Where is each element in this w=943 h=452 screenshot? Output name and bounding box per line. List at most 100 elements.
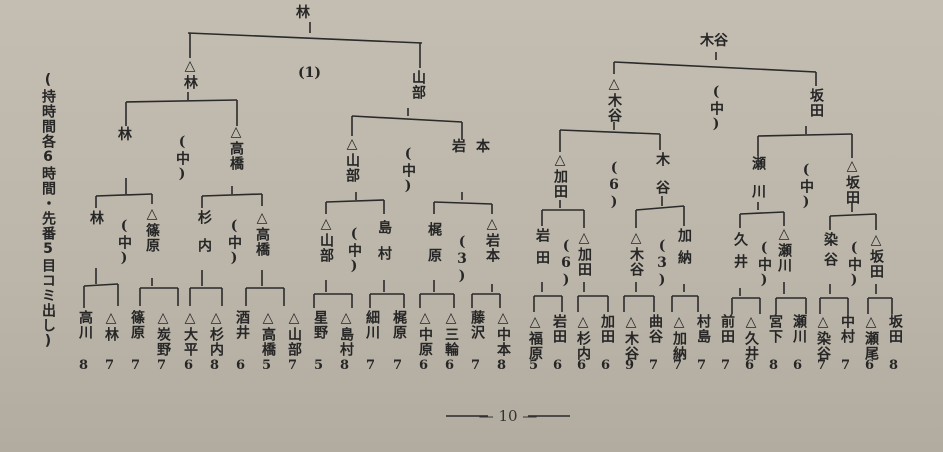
right-r2a-mark: (6)	[606, 160, 622, 211]
right-player-name: 宮下	[767, 314, 783, 344]
right-player-result: 7	[697, 358, 707, 373]
left-player-name: 高川	[77, 310, 93, 340]
right-player-result: 6	[577, 358, 587, 373]
right-player-result: 8	[889, 358, 899, 373]
left-r1-left: △林	[182, 58, 198, 90]
right-r3a-right: △加田	[576, 230, 592, 277]
left-player-result: 6	[236, 358, 246, 373]
left-player-name: △島村	[338, 310, 354, 357]
left-r3d-right: △岩本	[484, 216, 500, 263]
left-r3c-mark: (中)	[346, 226, 362, 275]
right-r3c-left: 久井	[732, 232, 748, 276]
left-r2b-mark: (中)	[400, 146, 416, 195]
left-player-name: △炭野	[155, 310, 171, 357]
right-player-result: 5	[529, 358, 539, 373]
right-r2b-right: △坂田	[844, 158, 860, 205]
right-player-result: 7	[673, 358, 683, 373]
right-player-name: 瀬川	[791, 314, 807, 344]
left-r3b-left: 杉内	[196, 210, 212, 266]
right-player-result: 6	[793, 358, 803, 373]
left-r2a-mark: (中)	[174, 134, 190, 183]
left-player-result: 7	[105, 358, 115, 373]
right-r3d-right: △坂田	[868, 232, 884, 279]
right-r2b-mark: (中)	[798, 162, 814, 211]
right-player-result: 6	[745, 358, 755, 373]
left-player-name: 酒井	[234, 310, 250, 340]
right-r3d-left: 染谷	[822, 232, 838, 272]
right-player-name: 中村	[839, 314, 855, 344]
right-player-name: △福原	[527, 314, 543, 361]
right-player-name: △瀬尾	[863, 314, 879, 361]
left-player-name: △中原	[417, 310, 433, 357]
right-player-name: 岩田	[551, 314, 567, 344]
right-player-name: 前田	[719, 314, 735, 344]
right-r1-left: △木谷	[606, 76, 622, 123]
time-rule-note: (持時間各6時間・先番5目コミ出し)	[40, 72, 56, 350]
right-player-result: 7	[649, 358, 659, 373]
left-player-result: 7	[366, 358, 376, 373]
right-champion: 木谷	[700, 33, 728, 49]
right-player-result: 7	[817, 358, 827, 373]
left-r3c-left: △山部	[318, 216, 334, 263]
right-player-name: 加田	[599, 314, 615, 344]
right-r2a-right: 木谷	[654, 152, 670, 208]
right-player-result: 8	[769, 358, 779, 373]
left-player-name: △大平	[182, 310, 198, 357]
right-player-name: △加納	[671, 314, 687, 361]
left-player-name: △中本	[495, 310, 511, 357]
right-player-name: △杉内	[575, 314, 591, 361]
left-r3a-right: △篠原	[144, 206, 160, 253]
right-r3b-right: 加納	[676, 228, 692, 272]
left-player-result: 7	[157, 358, 167, 373]
right-r2b-left: 瀬川	[750, 156, 766, 212]
left-player-result: 5	[314, 358, 324, 373]
left-r3a-left: 林	[90, 211, 104, 227]
left-r2a-left: 林	[118, 127, 132, 143]
left-player-result: 8	[210, 358, 220, 373]
right-player-name: 曲谷	[647, 314, 663, 344]
right-r3c-mark: (中)	[756, 240, 772, 289]
left-player-result: 8	[497, 358, 507, 373]
right-player-name: 村島	[695, 314, 711, 344]
left-player-result: 8	[79, 358, 89, 373]
right-r2a-left: △加田	[552, 152, 568, 199]
left-player-name: △三輪	[443, 310, 459, 357]
right-player-result: 6	[601, 358, 611, 373]
left-player-name: 細川	[364, 310, 380, 340]
right-r3a-mark: (6)	[558, 238, 574, 289]
left-player-result: 7	[393, 358, 403, 373]
right-player-name: △木谷	[623, 314, 639, 361]
left-r2b-left: △山部	[344, 136, 360, 183]
right-player-result: 6	[865, 358, 875, 373]
right-player-result: 9	[625, 358, 635, 373]
left-player-name: 星野	[312, 310, 328, 340]
right-player-result: 6	[553, 358, 563, 373]
page-number: — 10 —	[478, 407, 538, 425]
left-player-name: 梶原	[391, 310, 407, 340]
right-player-name: 坂田	[887, 314, 903, 344]
right-r3c-right: △瀬川	[776, 226, 792, 273]
left-player-name: △杉内	[208, 310, 224, 357]
left-player-name: 篠原	[129, 310, 145, 340]
right-r1-mark: (中)	[708, 84, 724, 133]
left-champion: 林	[296, 5, 310, 21]
left-player-result: 8	[340, 358, 350, 373]
left-player-result: 7	[288, 358, 298, 373]
left-r3a-mark: (中)	[116, 218, 132, 267]
left-player-name: △林	[103, 310, 119, 342]
right-r1-right: 坂田	[808, 88, 824, 118]
left-r2a-right: △高橋	[228, 124, 244, 171]
left-r3d-left: 梶原	[426, 222, 442, 274]
left-r1-right: 山部	[410, 70, 426, 100]
left-player-name: △山部	[286, 310, 302, 357]
right-r3b-left: △木谷	[628, 230, 644, 277]
left-r3d-mark: (3)	[454, 234, 470, 285]
left-player-result: 7	[131, 358, 141, 373]
right-player-result: 7	[841, 358, 851, 373]
left-player-result: 7	[471, 358, 481, 373]
right-r3d-mark: (中)	[846, 240, 862, 289]
left-r3c-right: 島村	[376, 220, 392, 272]
right-player-name: △染谷	[815, 314, 831, 361]
